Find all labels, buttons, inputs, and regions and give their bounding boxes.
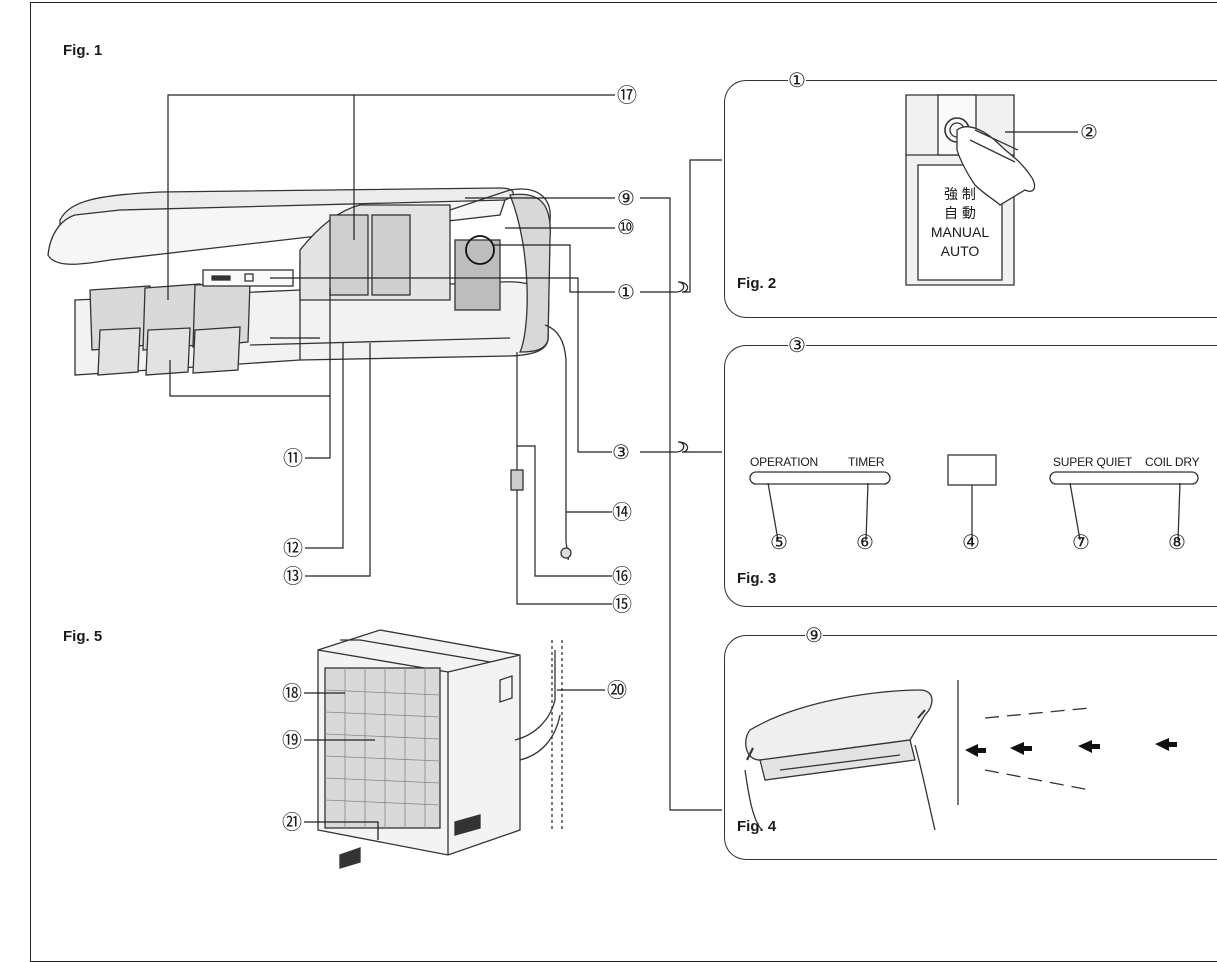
- fig3-indicator-bars: [749, 454, 1199, 541]
- fig5-label: Fig. 5: [63, 628, 103, 645]
- callout-10: ⑩: [617, 217, 635, 239]
- coil-dry-label: COIL DRY: [1145, 455, 1200, 469]
- callout-13: ⑬: [283, 566, 303, 588]
- callout-fig2-1: ①: [788, 70, 806, 92]
- callout-20: ⑳: [607, 680, 627, 702]
- operation-label: OPERATION: [750, 455, 818, 469]
- manual-auto-label: 強 制 自 動 MANUAL AUTO: [918, 185, 1002, 261]
- callout-18: ⑱: [282, 683, 302, 705]
- indoor-unit-drawing: [47, 187, 572, 561]
- callout-19: ⑲: [282, 730, 302, 752]
- callout-4: ④: [962, 532, 980, 554]
- outdoor-unit-drawing: [270, 337, 605, 869]
- callout-15: ⑮: [612, 594, 632, 616]
- callout-8: ⑧: [1168, 532, 1186, 554]
- leader-lines: [167, 94, 722, 811]
- callout-1: ①: [617, 282, 635, 304]
- manual-auto-line4: AUTO: [940, 243, 980, 259]
- callout-17: ⑰: [617, 85, 637, 107]
- callout-fig4-9: ⑨: [805, 625, 823, 647]
- callout-5: ⑤: [770, 532, 788, 554]
- fig2-button-drawing: [905, 94, 1078, 286]
- fig1-label: Fig. 1: [63, 42, 103, 59]
- callout-fig3-3: ③: [788, 335, 806, 357]
- callout-16: ⑯: [612, 566, 632, 588]
- fig4-drawing: [744, 680, 1177, 831]
- manual-auto-line1: 強 制: [944, 186, 976, 202]
- callout-6: ⑥: [856, 532, 874, 554]
- fig3-label: Fig. 3: [737, 570, 777, 587]
- callout-12: ⑫: [283, 538, 303, 560]
- super-quiet-label: SUPER QUIET: [1053, 455, 1133, 469]
- fig2-label: Fig. 2: [737, 275, 777, 292]
- manual-auto-line3: MANUAL: [930, 224, 990, 240]
- callout-11: ⑪: [283, 448, 303, 470]
- callout-2: ②: [1080, 122, 1098, 144]
- manual-auto-line2: 自 動: [944, 205, 976, 221]
- callout-9: ⑨: [617, 188, 635, 210]
- callout-21: ㉑: [282, 812, 302, 834]
- timer-label: TIMER: [848, 455, 885, 469]
- callout-7: ⑦: [1072, 532, 1090, 554]
- fig4-label: Fig. 4: [737, 818, 777, 835]
- callout-3: ③: [612, 442, 630, 464]
- callout-14: ⑭: [612, 502, 632, 524]
